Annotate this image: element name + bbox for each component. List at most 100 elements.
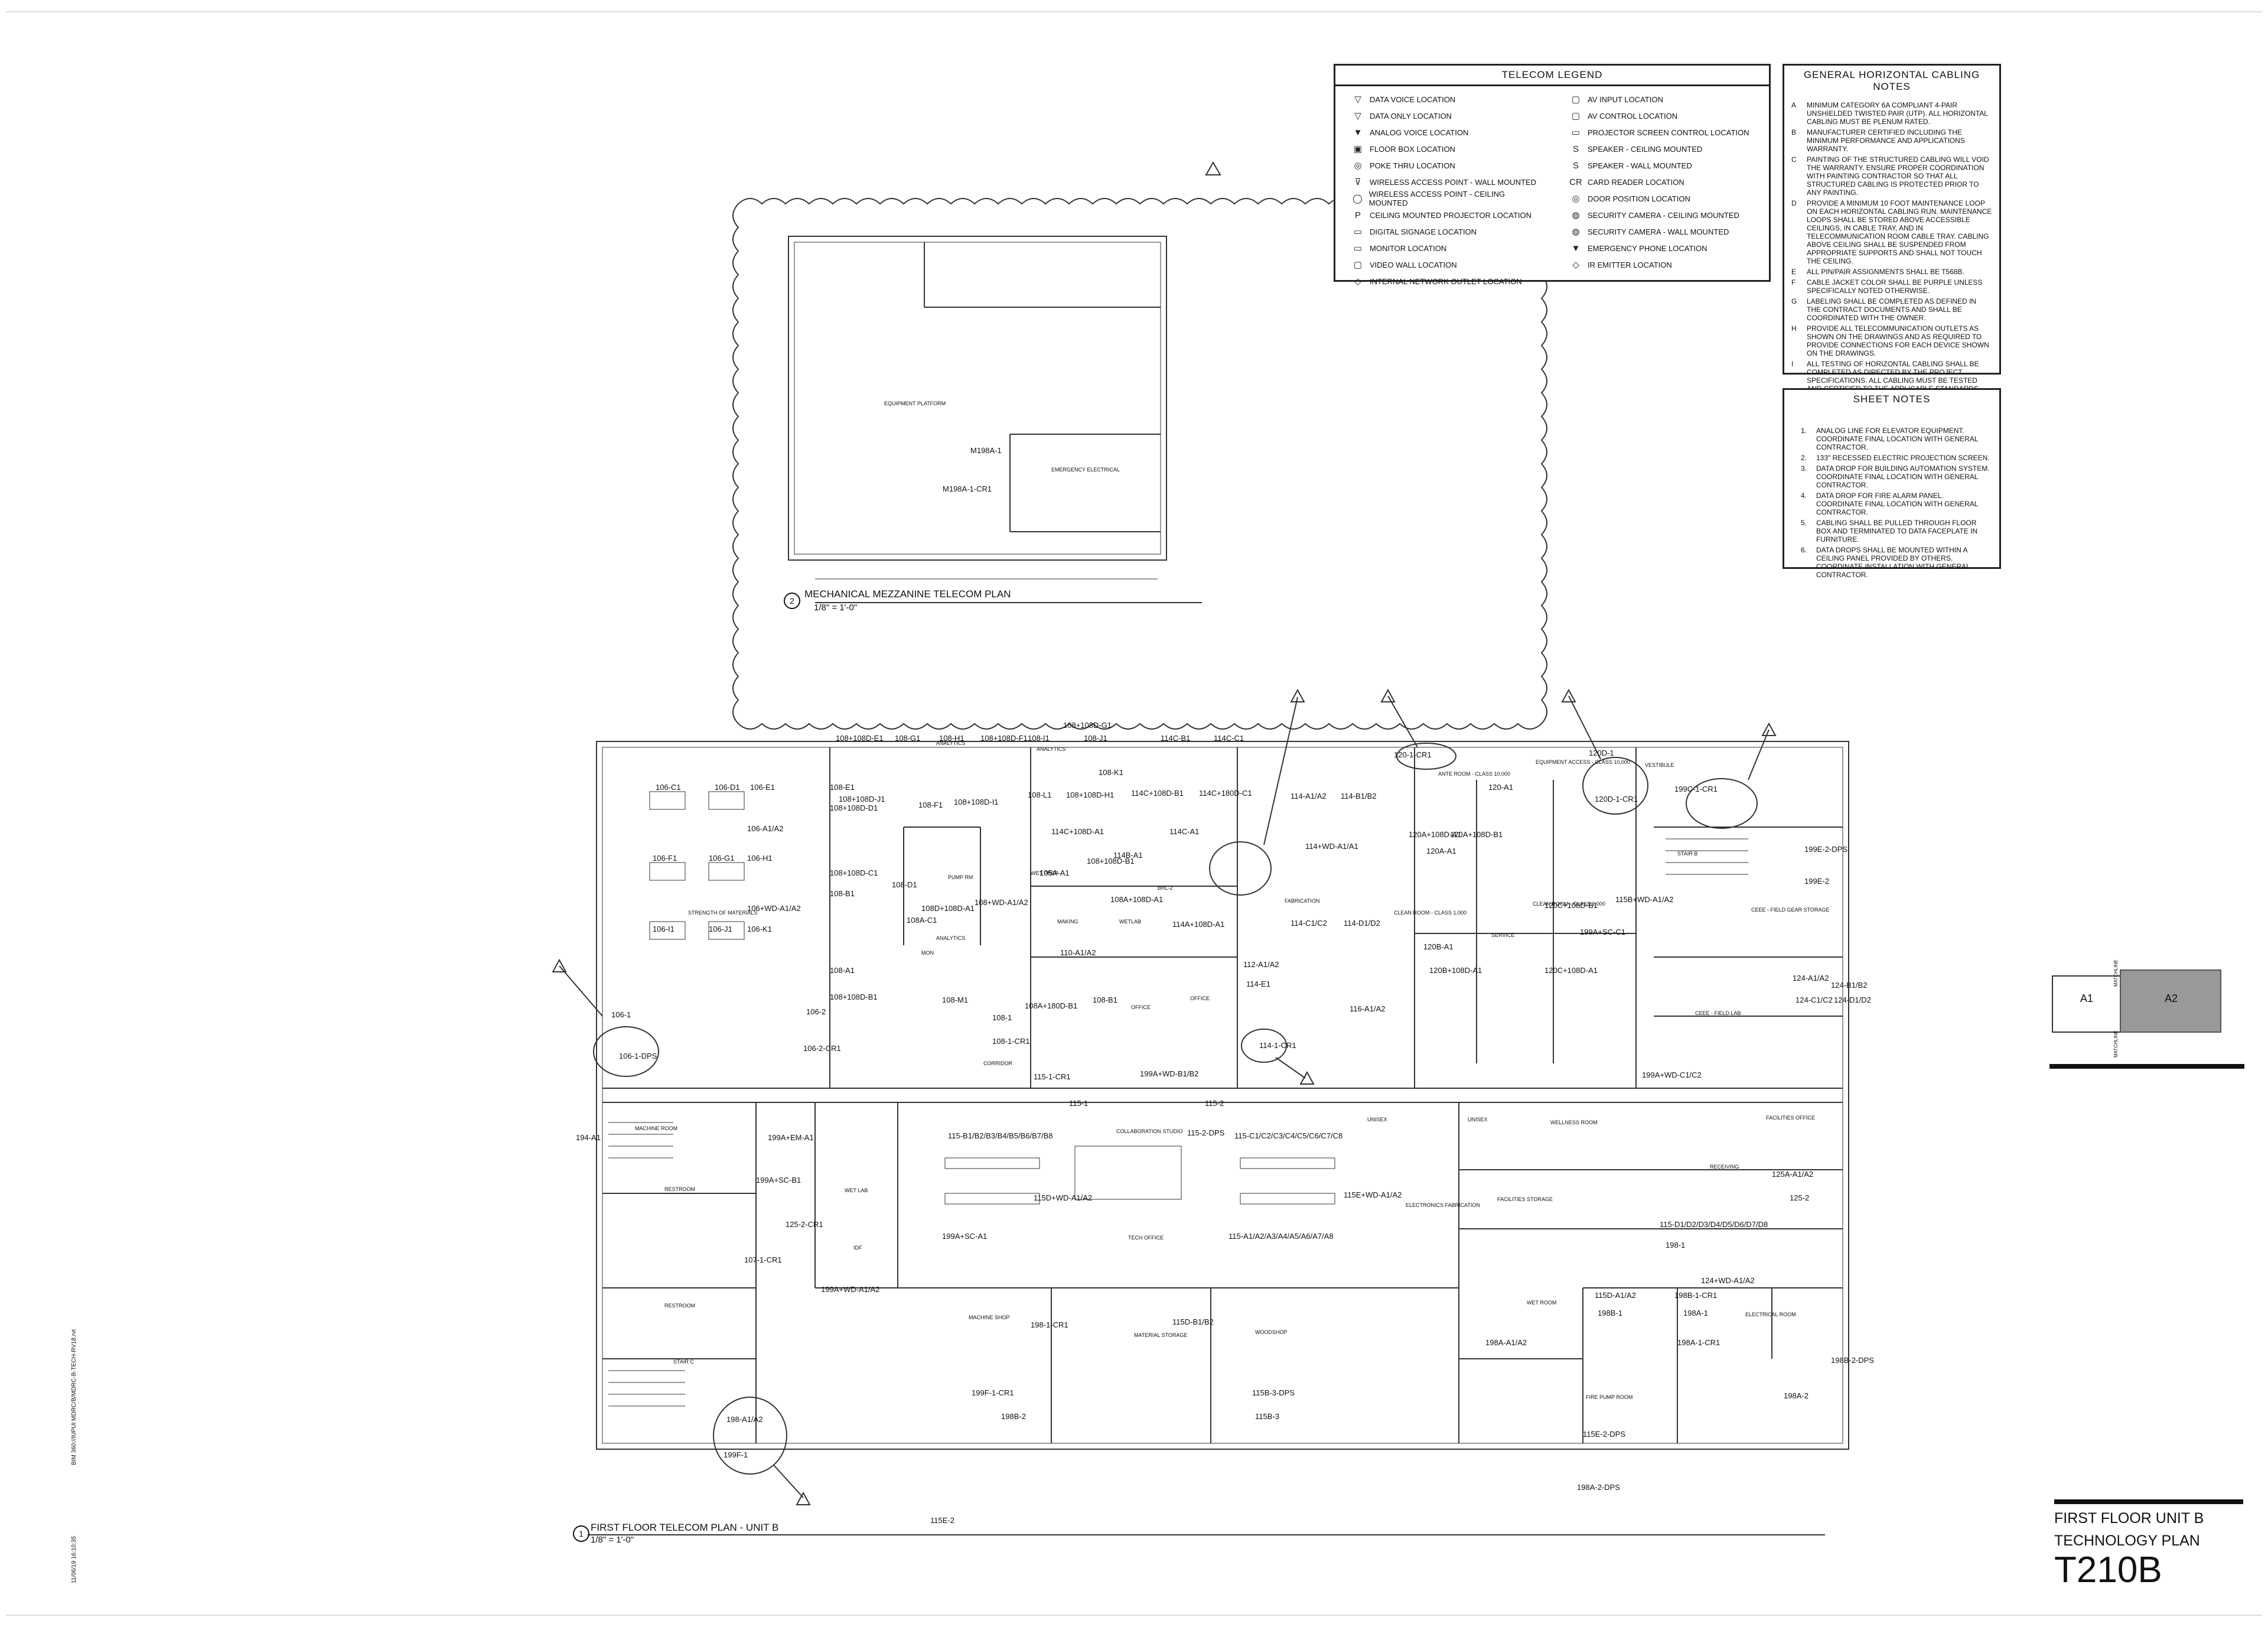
room-label: COLLABORATION STUDIO [1116, 1128, 1183, 1134]
legend-row: ▽DATA ONLY LOCATION [1346, 108, 1540, 124]
outlet-label: 120A+108D-B1 [1450, 830, 1503, 839]
outlet-label: 198-A1/A2 [726, 1415, 763, 1424]
outlet-label: 108+108D-J1 [839, 795, 885, 803]
outlet-label: 108+108D-I1 [954, 798, 999, 806]
note-text: MANUFACTURER CERTIFIED INCLUDING THE MIN… [1807, 128, 1965, 153]
outlet-label: 106-F1 [653, 854, 677, 863]
outlet-label: 106-G1 [709, 854, 735, 863]
outlet-label: 110-A1/A2 [1060, 948, 1096, 957]
room-label: FABRICATION [1285, 898, 1320, 904]
outlet-label: 106-C1 [656, 783, 681, 792]
view-title: MECHANICAL MEZZANINE TELECOM PLAN [804, 588, 1011, 600]
outlet-label: 106-K1 [747, 925, 772, 933]
note-key: F [1791, 278, 1796, 287]
room-label: CORRIDOR [983, 1060, 1012, 1066]
outlet-label: 199A+SC-C1 [1580, 928, 1625, 936]
outlet-label: 108-B1 [1093, 995, 1117, 1004]
note-item: 5.CABLING SHALL BE PULLED THROUGH FLOOR … [1801, 519, 1992, 544]
outlet-label: 114+WD-A1/A1 [1305, 842, 1358, 851]
room-label: WET PREP [1031, 870, 1058, 876]
outlet-label: 112-A1/A2 [1243, 960, 1279, 969]
outlet-label: 114C+108D-A1 [1051, 827, 1104, 836]
legend-row: ▭MONITOR LOCATION [1346, 240, 1540, 256]
floor-box-icon: ▣ [1353, 144, 1363, 154]
outlet-label: 115-2-DPS [1187, 1128, 1225, 1137]
outlet-label: 108-H1 [939, 734, 964, 743]
outlet-label: 108+108D-E1 [836, 734, 884, 743]
note-item: 2.133" RECESSED ELECTRIC PROJECTION SCRE… [1801, 454, 1992, 462]
matchline-label: MATCHLINE [2113, 959, 2119, 987]
room-label: ELECTRONICS FABRICATION [1406, 1202, 1480, 1208]
note-key: A [1791, 101, 1797, 109]
outlet-label: 198B-2 [1001, 1412, 1026, 1421]
legend-row: ▢AV INPUT LOCATION [1564, 91, 1758, 108]
legend-label: CEILING MOUNTED PROJECTOR LOCATION [1370, 210, 1531, 220]
room-label: WET LAB [845, 1187, 868, 1193]
legend-row: ▼ANALOG VOICE LOCATION [1346, 124, 1540, 141]
note-text: MINIMUM CATEGORY 6A COMPLIANT 4-PAIR UNS… [1807, 101, 1988, 126]
legend-row: ▭DIGITAL SIGNAGE LOCATION [1346, 223, 1540, 240]
outlet-label: 199A+EM-A1 [768, 1133, 814, 1142]
room-label: MACHINE SHOP [969, 1314, 1010, 1320]
outlet-label: 198B-1-CR1 [1674, 1291, 1718, 1300]
ceiling-projector-icon: P [1354, 210, 1361, 220]
outlet-label: 108-M1 [942, 995, 969, 1004]
room-label: RESTROOM [664, 1303, 696, 1309]
room-label: CEEE - FIELD GEAR STORAGE [1751, 907, 1830, 913]
legend-label: EMERGENCY PHONE LOCATION [1588, 243, 1707, 253]
outlet-label: 199A+WD-C1/C2 [1642, 1070, 1702, 1079]
view-number: 2 [784, 593, 800, 609]
outlet-label: 120A+108D-A1 [1409, 830, 1462, 839]
outlet-label: 108-F1 [918, 801, 943, 809]
emergency-phone-icon: ▼ [1571, 243, 1581, 253]
outlet-label: 108-A1 [830, 966, 855, 975]
sheet-title-line2: TECHNOLOGY PLAN [2054, 1532, 2200, 1549]
room-label: MAKING [1057, 919, 1078, 925]
note-text: DATA DROP FOR BUILDING AUTOMATION SYSTEM… [1816, 464, 1990, 489]
outlet-label: 114C-B1 [1161, 734, 1191, 743]
room-label: OFFICE [1131, 1004, 1151, 1010]
outlet-label: 114C+180D-C1 [1199, 789, 1252, 798]
note-item: A MINIMUM CATEGORY 6A COMPLIANT 4-PAIR UN… [1791, 101, 1992, 126]
outlet-label: 114-1-CR1 [1259, 1041, 1296, 1050]
legend-row: ◇IR EMITTER LOCATION [1564, 256, 1758, 273]
room-label: CLEAN ROOM - CLASS 1,000 [1533, 901, 1606, 907]
room-label: ANALYTICS [1037, 746, 1066, 752]
outlet-label: 120B+108D-A1 [1429, 966, 1482, 975]
outlet-label: 115-D1/D2/D3/D4/D5/D6/D7/D8 [1660, 1220, 1768, 1229]
room-label: ANTE ROOM - CLASS 10,000 [1438, 771, 1511, 777]
outlet-label: 114C+108D-B1 [1131, 789, 1184, 798]
room-label: WETLAB [1119, 919, 1142, 925]
outlet-label: 108+108D-H1 [1066, 790, 1115, 799]
outlet-label: 106-2 [806, 1007, 826, 1016]
door-position-icon: ◎ [1572, 194, 1580, 204]
legend-label: AV INPUT LOCATION [1588, 95, 1663, 104]
telecom-legend: TELECOM LEGEND ▽DATA VOICE LOCATION▢AV I… [1334, 64, 1771, 287]
room-label: WOODSHOP [1255, 1329, 1288, 1335]
outlet-label: 199A+SC-A1 [942, 1232, 988, 1241]
legend-label: DIGITAL SIGNAGE LOCATION [1370, 227, 1477, 236]
outlet-label: 120-A1 [1488, 783, 1513, 792]
outlet-label: 199E-2 [1804, 877, 1829, 886]
outlet-label: 115-A1/A2/A3/A4/A5/A6/A7/A8 [1228, 1232, 1334, 1241]
note-key: 2. [1801, 454, 1807, 462]
note-text: ALL PIN/PAIR ASSIGNMENTS SHALL BE T568B. [1807, 268, 1964, 276]
outlet-label: 114B-A1 [1113, 851, 1143, 860]
outlet-label: 106-2-CR1 [803, 1044, 841, 1053]
outlet-label: 116-A1/A2 [1350, 1004, 1386, 1013]
speaker-ceiling-icon: S [1572, 144, 1579, 154]
poke-thru-icon: ◎ [1354, 161, 1362, 171]
note-key: I [1791, 360, 1794, 368]
room-label: IDF [853, 1245, 862, 1251]
legend-label: SECURITY CAMERA - CEILING MOUNTED [1588, 210, 1739, 220]
legend-label: FLOOR BOX LOCATION [1370, 144, 1455, 154]
outlet-label: 115B-3 [1255, 1412, 1279, 1421]
legend-label: SPEAKER - WALL MOUNTED [1588, 161, 1692, 170]
av-control-icon: ▢ [1571, 111, 1581, 121]
